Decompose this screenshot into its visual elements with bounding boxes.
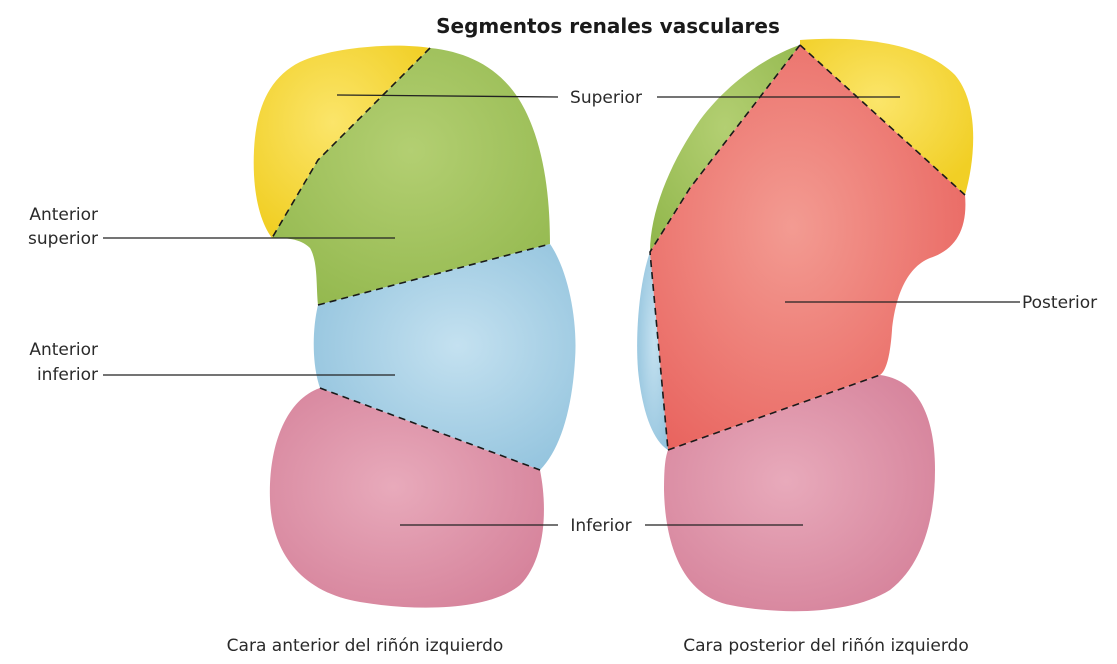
anterior-face-kidney <box>254 46 576 608</box>
label-anterior-inferior-line2: inferior <box>37 365 98 385</box>
label-anterior-superior-line2: superior <box>28 229 98 249</box>
label-anterior-inferior-line1: Anterior <box>29 340 98 360</box>
label-posterior: Posterior <box>1022 293 1097 313</box>
figure-title: Segmentos renales vasculares <box>436 14 780 38</box>
caption-posterior-view: Cara posterior del riñón izquierdo <box>683 636 969 656</box>
caption-anterior-view: Cara anterior del riñón izquierdo <box>227 636 504 656</box>
label-inferior: Inferior <box>570 516 631 536</box>
label-anterior-superior-line1: Anterior <box>29 205 98 225</box>
label-superior: Superior <box>570 88 642 108</box>
